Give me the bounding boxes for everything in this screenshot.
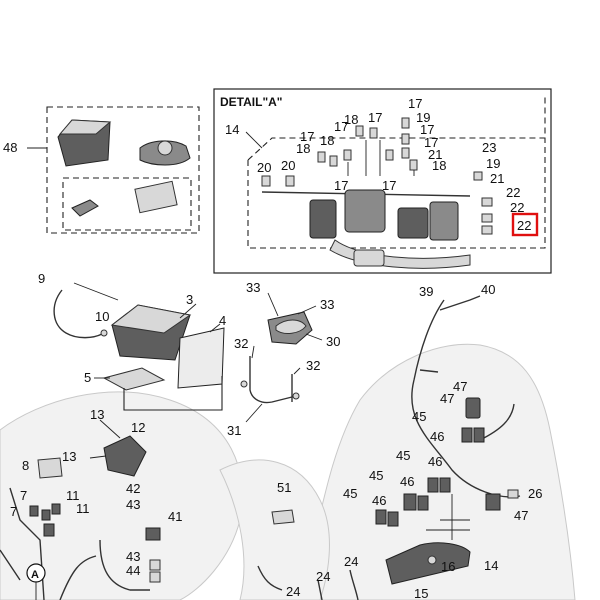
label-31: 31 bbox=[227, 423, 241, 438]
misc-parts bbox=[257, 509, 437, 600]
label-24-c: 24 bbox=[286, 584, 300, 599]
callout-a: A bbox=[31, 569, 39, 581]
label-45-d: 45 bbox=[343, 486, 357, 501]
label-17-h: 17 bbox=[424, 135, 438, 150]
harness-right bbox=[375, 295, 521, 585]
label-41: 41 bbox=[168, 509, 182, 524]
label-18-c: 18 bbox=[344, 112, 358, 127]
label-39: 39 bbox=[419, 284, 433, 299]
label-7-a: 7 bbox=[20, 488, 27, 503]
label-48: 48 bbox=[3, 140, 17, 155]
label-22-b: 22 bbox=[510, 200, 524, 215]
frame-silhouette bbox=[0, 343, 576, 600]
label-18-a: 18 bbox=[296, 141, 310, 156]
label-8: 8 bbox=[22, 458, 29, 473]
label-4: 4 bbox=[219, 313, 226, 328]
label-33-a: 33 bbox=[246, 280, 260, 295]
label-24-b: 24 bbox=[316, 569, 330, 584]
label-23: 23 bbox=[482, 140, 496, 155]
label-17-g: 17 bbox=[420, 122, 434, 137]
label-17-a: 17 bbox=[300, 129, 314, 144]
label-22-a: 22 bbox=[506, 185, 520, 200]
label-32-a: 32 bbox=[234, 336, 248, 351]
label-19-a: 19 bbox=[416, 110, 430, 125]
label-3: 3 bbox=[186, 292, 193, 307]
label-13-b: 13 bbox=[62, 449, 76, 464]
label-21-a: 21 bbox=[428, 147, 442, 162]
label-21-b: 21 bbox=[490, 171, 504, 186]
label-43-a: 43 bbox=[126, 497, 140, 512]
label-40: 40 bbox=[481, 282, 495, 297]
harness-left bbox=[0, 419, 161, 600]
label-47-b: 47 bbox=[440, 391, 454, 406]
label-19-b: 19 bbox=[486, 156, 500, 171]
label-47-c: 47 bbox=[514, 508, 528, 523]
label-11-b: 11 bbox=[76, 501, 90, 516]
label-14-main: 14 bbox=[484, 558, 498, 573]
label-20-a: 20 bbox=[257, 160, 271, 175]
label-17-b: 17 bbox=[334, 119, 348, 134]
label-47-a: 47 bbox=[453, 379, 467, 394]
label-17-d: 17 bbox=[334, 178, 348, 193]
label-18-b: 18 bbox=[320, 133, 334, 148]
label-20-b: 20 bbox=[281, 158, 295, 173]
label-17-c: 17 bbox=[368, 110, 382, 125]
label-45-a: 45 bbox=[412, 409, 426, 424]
detail-title: DETAIL"A" bbox=[220, 95, 282, 109]
label-17-e: 17 bbox=[382, 178, 396, 193]
detail-a-panel: DETAIL"A" bbox=[213, 88, 552, 274]
label-33-b: 33 bbox=[320, 297, 334, 312]
label-32-b: 32 bbox=[306, 358, 320, 373]
label-14-detail: 14 bbox=[225, 122, 239, 137]
label-7-b: 7 bbox=[10, 504, 17, 519]
label-22-highlighted[interactable]: 22 bbox=[517, 218, 531, 233]
label-26: 26 bbox=[528, 486, 542, 501]
label-46-d: 46 bbox=[372, 493, 386, 508]
detail-relays bbox=[261, 117, 493, 235]
battery-group bbox=[53, 282, 225, 411]
label-5: 5 bbox=[84, 370, 91, 385]
label-16: 16 bbox=[441, 559, 455, 574]
label-45-c: 45 bbox=[369, 468, 383, 483]
label-12: 12 bbox=[131, 420, 145, 435]
label-10: 10 bbox=[95, 309, 109, 324]
label-11-a: 11 bbox=[66, 488, 80, 503]
label-18-d: 18 bbox=[432, 158, 446, 173]
bracket-group bbox=[240, 292, 323, 423]
label-46-a: 46 bbox=[430, 429, 444, 444]
label-51: 51 bbox=[277, 480, 291, 495]
label-24-a: 24 bbox=[344, 554, 358, 569]
highlight-box[interactable] bbox=[511, 212, 539, 237]
label-15: 15 bbox=[414, 586, 428, 600]
part-number-labels: 48 14 20 20 18 17 18 17 18 17 17 17 17 1… bbox=[3, 96, 542, 600]
label-44: 44 bbox=[126, 563, 140, 578]
label-43-b: 43 bbox=[126, 549, 140, 564]
label-13-a: 13 bbox=[90, 407, 104, 422]
label-17-f: 17 bbox=[408, 96, 422, 111]
label-30: 30 bbox=[326, 334, 340, 349]
kit-48-box bbox=[27, 106, 200, 234]
label-46-c: 46 bbox=[400, 474, 414, 489]
label-46-b: 46 bbox=[428, 454, 442, 469]
label-45-b: 45 bbox=[396, 448, 410, 463]
label-42: 42 bbox=[126, 481, 140, 496]
label-9: 9 bbox=[38, 271, 45, 286]
